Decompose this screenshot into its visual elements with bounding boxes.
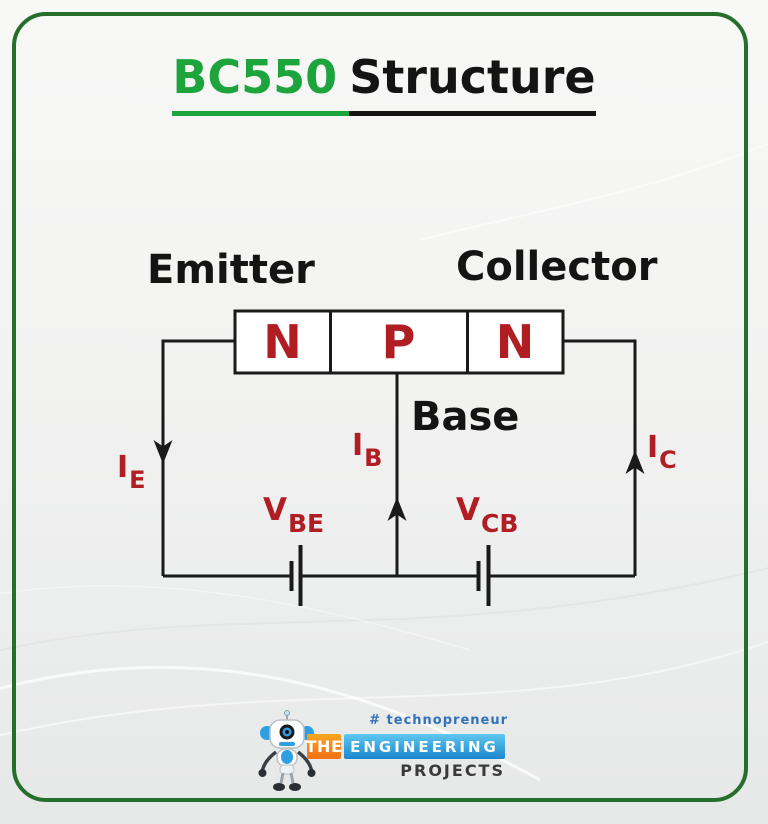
brand-footer: # technopreneur THE ENGINEERING PROJECTS: [256, 703, 508, 798]
voltage-label-vcb: VCB: [456, 492, 519, 538]
region-label-n1: N: [263, 315, 302, 369]
hashtag-technopreneur: # technopreneur: [369, 713, 508, 728]
emitter-current-arrow-down-icon: [153, 440, 173, 464]
robot-mascot-icon: [258, 710, 316, 791]
brand-projects: PROJECTS: [400, 761, 505, 780]
brand-the: THE: [306, 734, 342, 759]
current-label-ib: IB: [352, 428, 383, 472]
region-label-n2: N: [495, 315, 535, 369]
current-label-ie: IE: [117, 450, 146, 494]
emitter-label: Emitter: [147, 247, 315, 293]
region-label-p: P: [381, 315, 416, 369]
title-highlight: BC550: [172, 50, 350, 116]
npn-box: [233, 309, 565, 375]
brand-engineering: ENGINEERING: [344, 734, 505, 759]
collector-label: Collector: [456, 244, 658, 290]
base-label: Base: [411, 394, 520, 440]
collector-wire: [563, 339, 637, 576]
collector-current-arrow-up-icon: [625, 450, 645, 474]
brand-wordmark: THE ENGINEERING: [306, 734, 505, 759]
emitter-wire: [161, 339, 235, 576]
battery-vcb-icon: [476, 545, 491, 606]
voltage-label-vbe: VBE: [263, 492, 325, 538]
battery-vbe-icon: [289, 545, 303, 606]
base-current-arrow-up-icon: [387, 497, 407, 521]
title-rest: Structure: [349, 50, 596, 116]
current-label-ic: IC: [647, 430, 677, 474]
green-border-frame: [12, 12, 748, 802]
